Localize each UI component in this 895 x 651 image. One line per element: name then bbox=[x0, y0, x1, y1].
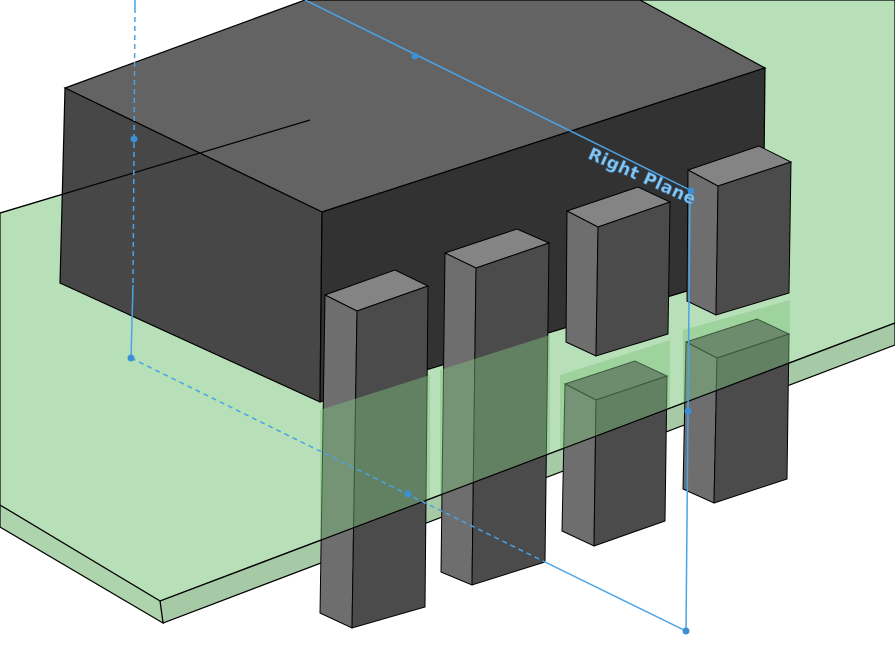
pin-4-upper-side bbox=[715, 161, 792, 316]
right-plane-edge-left-dashed[interactable] bbox=[132, 7, 136, 286]
plane-handle-icon[interactable] bbox=[404, 490, 412, 498]
pin-3-lower-side bbox=[593, 375, 668, 547]
pin-1-side bbox=[351, 285, 429, 629]
pin-4-upper[interactable] bbox=[686, 145, 793, 316]
plane-handle-icon[interactable] bbox=[682, 627, 690, 635]
pin-3-upper-side bbox=[595, 201, 671, 357]
pcb-board-back-edge-line bbox=[0, 119, 311, 214]
right-plane-edge-top[interactable] bbox=[304, 0, 691, 191]
right-plane-edge-bottom-solid[interactable] bbox=[544, 561, 687, 632]
plane-handle-icon[interactable] bbox=[127, 354, 135, 362]
pcb-board-top-edge-line bbox=[159, 322, 895, 602]
right-plane-edge-bottom-dashed[interactable] bbox=[130, 357, 546, 563]
pin-3-lower[interactable] bbox=[561, 360, 669, 547]
pin-4-lower[interactable] bbox=[682, 318, 791, 504]
pin-1[interactable] bbox=[319, 269, 430, 629]
pin-2[interactable] bbox=[440, 228, 551, 586]
plane-handle-icon[interactable] bbox=[687, 187, 695, 195]
pin-4-lower-side bbox=[713, 333, 790, 504]
plane-handle-icon[interactable] bbox=[130, 135, 138, 143]
pin-3-upper[interactable] bbox=[565, 186, 672, 357]
plane-handle-icon[interactable] bbox=[684, 407, 692, 415]
right-plane-edge-left-lower[interactable] bbox=[130, 284, 134, 359]
pin-3-upper-front bbox=[565, 210, 599, 357]
pcb-board-left-edge bbox=[0, 504, 164, 625]
plane-handle-icon[interactable] bbox=[411, 52, 419, 60]
